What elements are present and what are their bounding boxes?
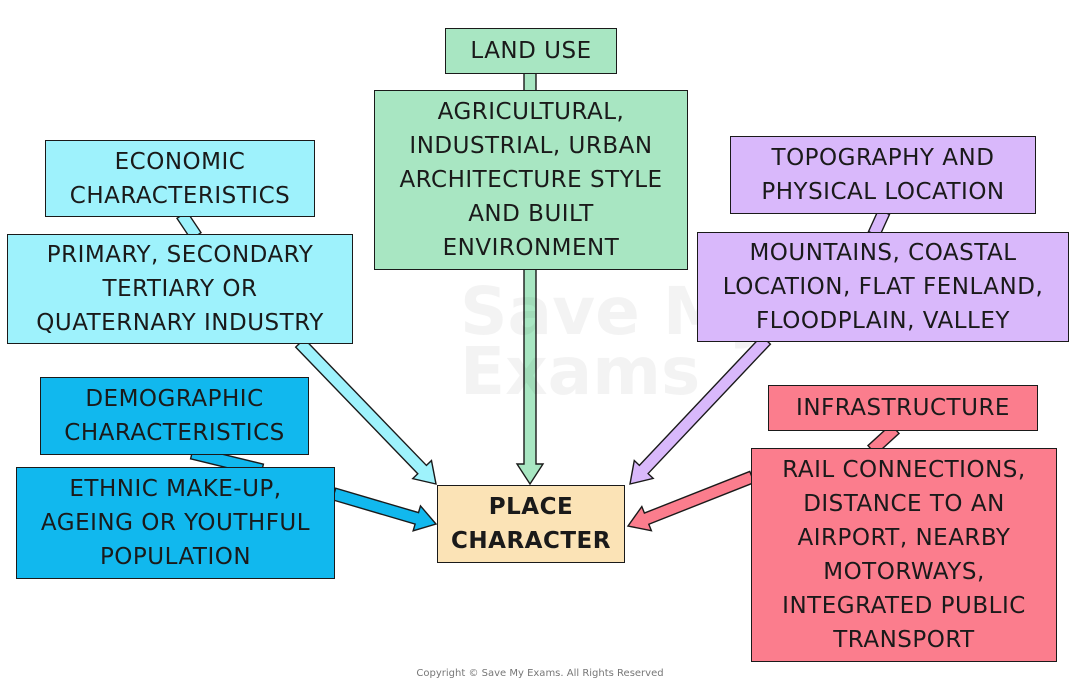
topography-arrow	[629, 334, 772, 485]
economic-arrow	[294, 337, 437, 485]
infrastructure-detail: RAIL CONNECTIONS, DISTANCE TO AN AIRPORT…	[751, 448, 1057, 662]
land-use-arrow	[515, 267, 545, 486]
land-use-detail: AGRICULTURAL, INDUSTRIAL, URBAN ARCHITEC…	[374, 90, 688, 270]
land-use-heading: LAND USE	[445, 28, 617, 74]
demographic-arrow	[331, 487, 438, 532]
demographic-detail: ETHNIC MAKE-UP, AGEING OR YOUTHFUL POPUL…	[16, 467, 335, 579]
topography-detail: MOUNTAINS, COASTAL LOCATION, FLAT FENLAN…	[697, 232, 1069, 342]
infrastructure-heading: INFRASTRUCTURE	[768, 385, 1038, 431]
land-use-connector	[523, 71, 537, 93]
infrastructure-arrow	[626, 470, 756, 532]
copyright-notice: Copyright © Save My Exams. All Rights Re…	[416, 668, 664, 679]
place-character-box: PLACE CHARACTER	[437, 485, 625, 563]
topography-heading: TOPOGRAPHY AND PHYSICAL LOCATION	[730, 136, 1036, 214]
economic-detail: PRIMARY, SECONDARY TERTIARY OR QUATERNAR…	[7, 234, 353, 344]
demographic-heading: DEMOGRAPHIC CHARACTERISTICS	[40, 377, 309, 455]
economic-heading: ECONOMIC CHARACTERISTICS	[45, 140, 315, 217]
